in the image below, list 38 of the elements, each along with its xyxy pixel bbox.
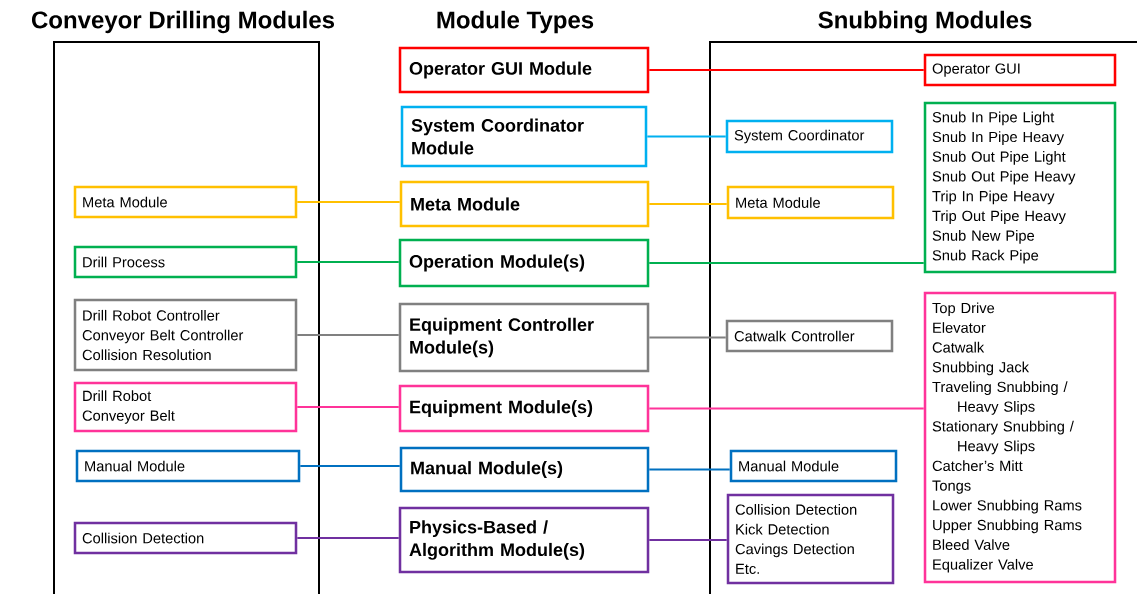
module-type-box: Equipment Controller Module(s) <box>398 302 650 373</box>
module-type-box: Physics-Based / Algorithm Module(s) <box>398 506 650 574</box>
module-type-box: Operation Module(s) <box>398 238 650 288</box>
module-box: Meta Module <box>726 185 895 220</box>
connector-line <box>649 336 726 339</box>
connector-line <box>297 260 399 264</box>
module-type-box: System Coordinator Module <box>400 105 648 168</box>
node-label: Snubbing Modules <box>818 10 1032 34</box>
module-type-box: Meta Module <box>399 180 650 228</box>
connector-line <box>297 333 399 337</box>
module-box: Collision Detection Kick Detection Cavings Detection Etc. <box>726 493 895 585</box>
connector-line <box>649 202 727 206</box>
module-box: Meta Module <box>73 185 298 219</box>
connector-line <box>297 405 399 409</box>
connector-line <box>647 135 726 138</box>
module-box: Operator GUI <box>923 53 1117 87</box>
module-box: Drill Robot Conveyor Belt <box>73 381 298 433</box>
node-label: Conveyor Drilling Modules <box>31 10 335 34</box>
module-box: Collision Detection <box>73 521 298 555</box>
connector-line <box>649 468 730 471</box>
module-box: System Coordinator <box>725 119 894 154</box>
module-box: Catwalk Controller <box>725 319 894 353</box>
connector-line <box>297 200 400 204</box>
connector-line <box>649 261 924 265</box>
module-type-box: Operator GUI Module <box>398 46 650 94</box>
module-box: Manual Module <box>75 449 301 483</box>
module-box: Drill Robot Controller Conveyor Belt Controller Collision Resolution <box>73 298 298 372</box>
connector-line <box>297 536 399 540</box>
module-type-box: Equipment Module(s) <box>398 384 650 433</box>
connector-line <box>300 464 400 468</box>
connector-line <box>649 407 924 410</box>
module-box: Top Drive Elevator Catwalk Snubbing Jack Traveling Snubbing / Heavy Slips Stationary Snubbing / Heavy Slips Catcher’s Mitt Tongs Lower Snubbing Rams Upper Snubbing Rams Bleed Valve Equalizer Valve <box>923 291 1117 584</box>
connector-line <box>649 538 727 542</box>
module-box: Snub In Pipe Light Snub In Pipe Heavy Snub Out Pipe Light Snub Out Pipe Heavy Trip In Pipe Heavy Trip Out Pipe Heavy Snub New Pipe Snub Rack Pipe <box>923 101 1117 274</box>
module-box: Manual Module <box>729 449 898 483</box>
module-type-box: Manual Module(s) <box>399 446 650 493</box>
module-box: Drill Process <box>73 245 298 279</box>
connector-line <box>649 68 924 72</box>
